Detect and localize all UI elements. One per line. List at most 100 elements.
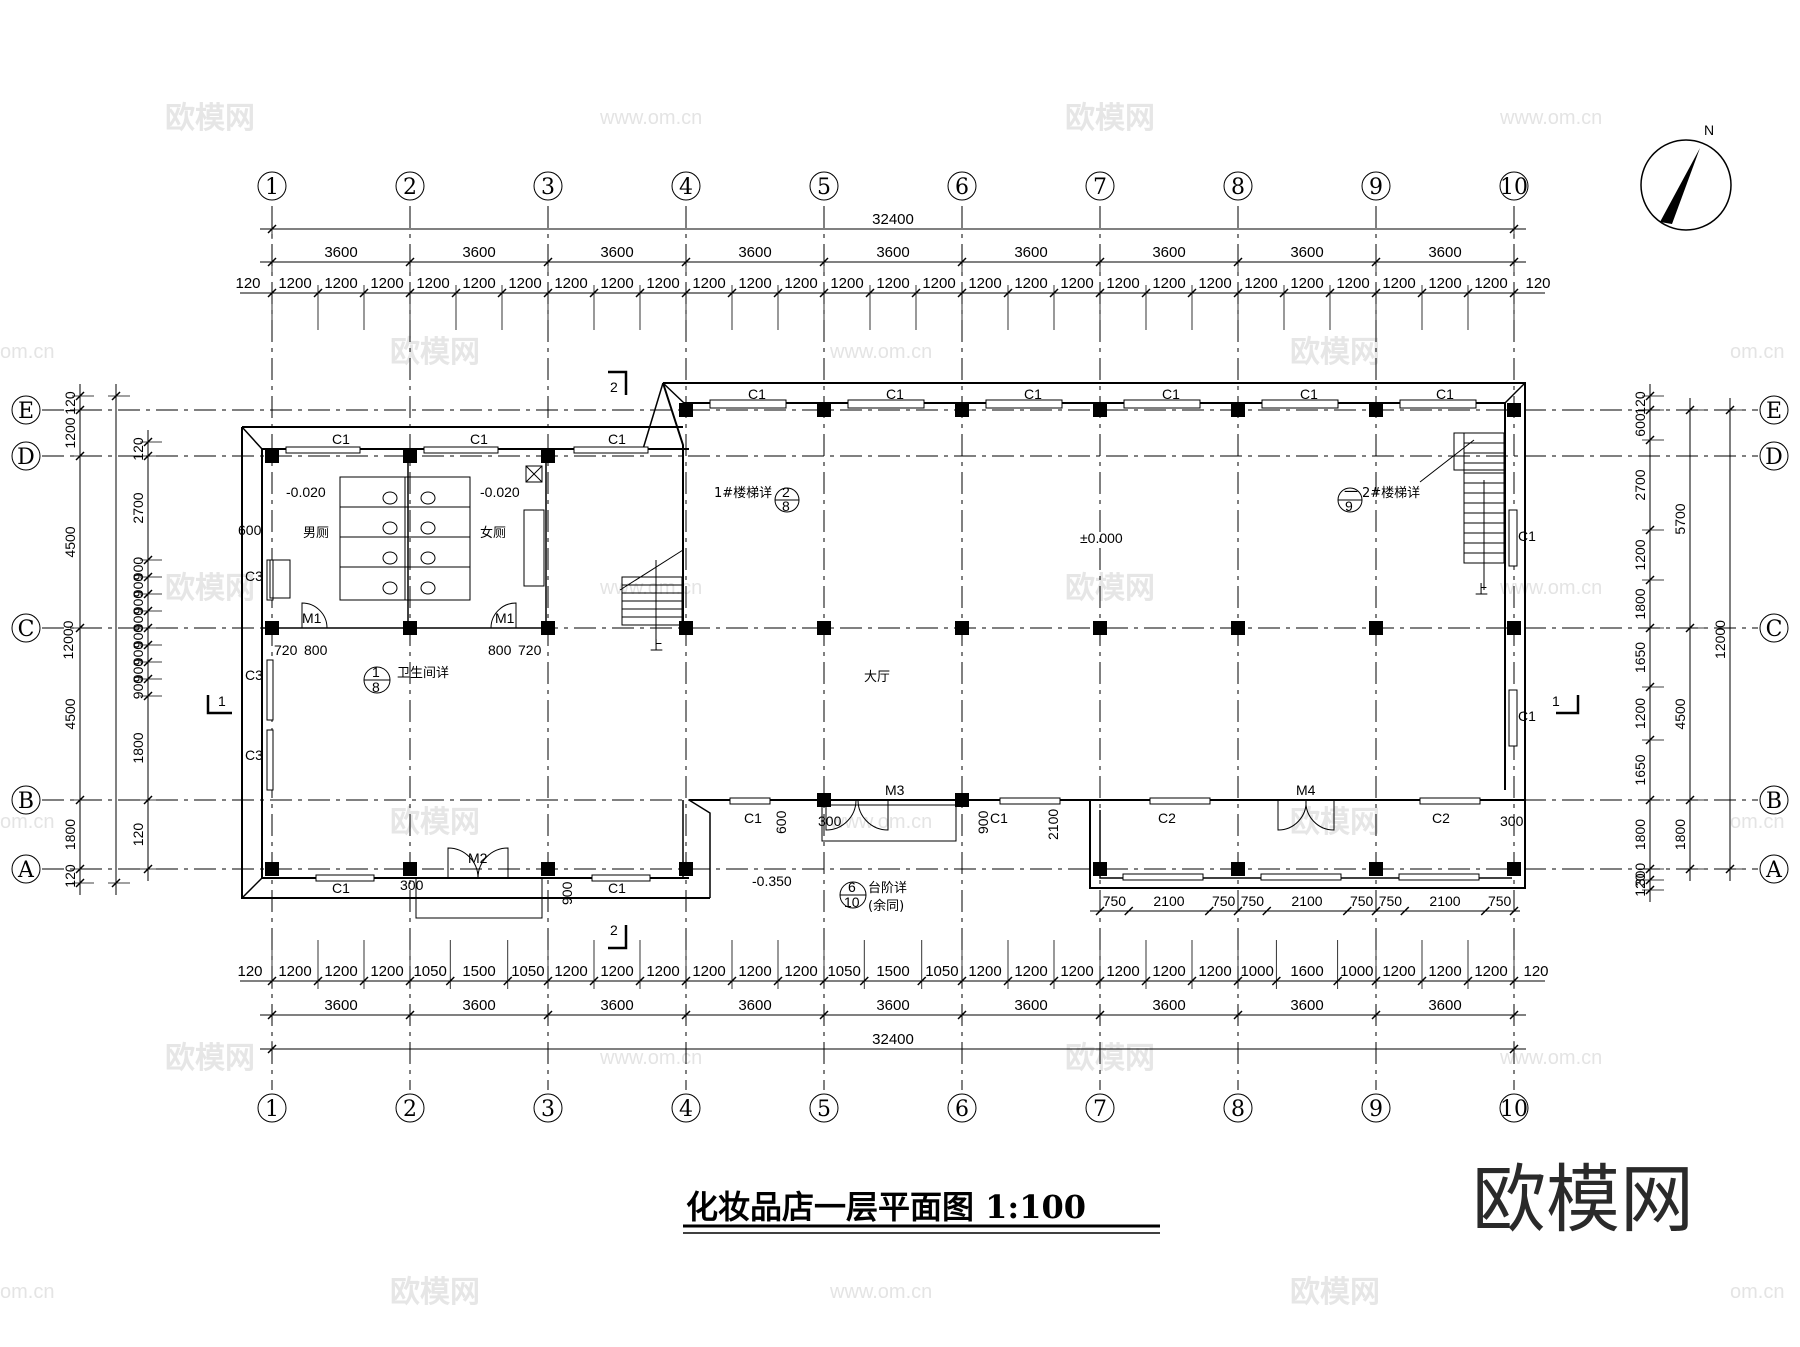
- dim-value: 1200: [646, 963, 679, 980]
- axis-bubble: [1759, 785, 1789, 815]
- dim-value: 3600: [738, 244, 771, 261]
- axis-bubble: [947, 1093, 977, 1123]
- dim-value: 1800: [1672, 819, 1688, 850]
- axis-label-x: 3: [541, 1097, 555, 1122]
- room-men: 男厕: [303, 526, 329, 541]
- section-label: 1: [1552, 693, 1560, 709]
- dim-value: 750: [1379, 893, 1403, 909]
- watermark-url-partial: om.cn: [0, 341, 54, 363]
- stair-up-label: 上: [1475, 583, 1488, 598]
- dim-value: 1200: [508, 275, 541, 292]
- dim-value: 3600: [738, 997, 771, 1014]
- dim-value: 2700: [1632, 469, 1648, 500]
- dim-value: 900: [130, 659, 146, 683]
- dim-value: 2100: [1291, 893, 1322, 909]
- axis-label-x: 9: [1369, 1097, 1383, 1122]
- structural-column: [1093, 403, 1107, 417]
- dim-value: 3600: [1290, 997, 1323, 1014]
- dim-value: 1200: [600, 963, 633, 980]
- dim-value: 1200: [62, 417, 78, 448]
- dim-value: 3600: [1152, 997, 1185, 1014]
- structural-column: [403, 449, 417, 463]
- dim-value: 1800: [1632, 588, 1648, 619]
- ref-step-top: 6: [848, 879, 856, 895]
- dim-value: 750: [1488, 893, 1512, 909]
- structural-column: [1231, 621, 1245, 635]
- dim-value: 1000: [1240, 963, 1273, 980]
- dim-value: 750: [1241, 893, 1265, 909]
- watermark-logo: 欧模网: [1065, 101, 1155, 136]
- dim-value: 1200: [922, 275, 955, 292]
- dim-value: 4500: [62, 698, 78, 729]
- axis-bubble: [809, 1093, 839, 1123]
- dim-value: 1200: [784, 275, 817, 292]
- tag-c1: C1: [332, 880, 350, 896]
- dim-value: 1200: [738, 963, 771, 980]
- local-dim: 300: [400, 877, 424, 893]
- structural-column: [679, 862, 693, 876]
- watermark-logo: 欧模网: [165, 101, 255, 136]
- toilet-detail-label: 卫生间详: [397, 666, 449, 681]
- tag-c1: C1: [1518, 708, 1536, 724]
- dim-tick: [1095, 906, 1105, 916]
- axis-label-y: D: [1765, 445, 1783, 470]
- tag-c2: C2: [1158, 810, 1176, 826]
- dim-value: 900: [130, 591, 146, 615]
- watermark-logo: 欧模网: [390, 335, 480, 370]
- dim-value: 1200: [1152, 275, 1185, 292]
- tag-c1: C1: [608, 880, 626, 896]
- dim-value: 900: [130, 642, 146, 666]
- axis-bubble: [11, 395, 41, 425]
- dim-value: 3600: [876, 244, 909, 261]
- axis-bubble: [671, 171, 701, 201]
- axis-label-x: 7: [1093, 175, 1107, 200]
- dim-value: 600: [1632, 413, 1648, 437]
- dim-value: 1200: [370, 963, 403, 980]
- axis-bubble: [1759, 613, 1789, 643]
- watermark-logo: 欧模网: [165, 1041, 255, 1076]
- axis-bubble: [1085, 1093, 1115, 1123]
- elev-men: -0.020: [286, 484, 326, 500]
- axis-bubble: [947, 171, 977, 201]
- watermark-url: www.om.cn: [829, 811, 932, 833]
- axis-label-y: B: [1766, 789, 1782, 814]
- structural-column: [817, 621, 831, 635]
- axis-bubble: [11, 785, 41, 815]
- stair2-detail-label: 2#楼梯详: [1362, 486, 1420, 501]
- watermark-url-partial: om.cn: [1730, 341, 1784, 363]
- dim-value: 1200: [1060, 275, 1093, 292]
- room-hall: 大厅: [864, 670, 890, 685]
- ref-toilet-top: 1: [372, 664, 380, 680]
- watermark-url-partial: om.cn: [1730, 811, 1784, 833]
- tag-c2: C2: [1432, 810, 1450, 826]
- structural-column: [1369, 862, 1383, 876]
- axis-label-x: 4: [679, 175, 693, 200]
- axis-label-x: 6: [955, 175, 969, 200]
- dim-value: 120: [1632, 391, 1648, 415]
- room-women: 女厕: [480, 525, 506, 541]
- axis-label-x: 1: [265, 1097, 279, 1122]
- dim-value: 1200: [692, 275, 725, 292]
- step-detail-note: (余同): [868, 898, 904, 914]
- toilet-dim: 800: [488, 642, 512, 658]
- dim-value: 4500: [1672, 698, 1688, 729]
- watermark-url-partial: om.cn: [1730, 1281, 1784, 1303]
- structural-column: [541, 449, 555, 463]
- axis-label-y: D: [17, 445, 35, 470]
- dim-value: 1050: [511, 963, 544, 980]
- elev-hall: ±0.000: [1080, 530, 1123, 546]
- tag-c1: C1: [608, 431, 626, 447]
- dim-value: 1200: [324, 963, 357, 980]
- watermark-url: www.om.cn: [599, 107, 702, 129]
- dim-value: 1200: [738, 275, 771, 292]
- local-dim: 300: [1500, 813, 1524, 829]
- dim-value: 1200: [646, 275, 679, 292]
- dim-value: 1200: [1106, 275, 1139, 292]
- local-dimensions: 720 800 800 720 600 300 300 300 2100 900…: [238, 522, 1524, 905]
- axis-bubble: [1223, 1093, 1253, 1123]
- dim-value: 120: [237, 963, 262, 980]
- watermark-logo: 欧模网: [1290, 805, 1380, 840]
- dim-value: 1200: [1106, 963, 1139, 980]
- structural-column: [679, 621, 693, 635]
